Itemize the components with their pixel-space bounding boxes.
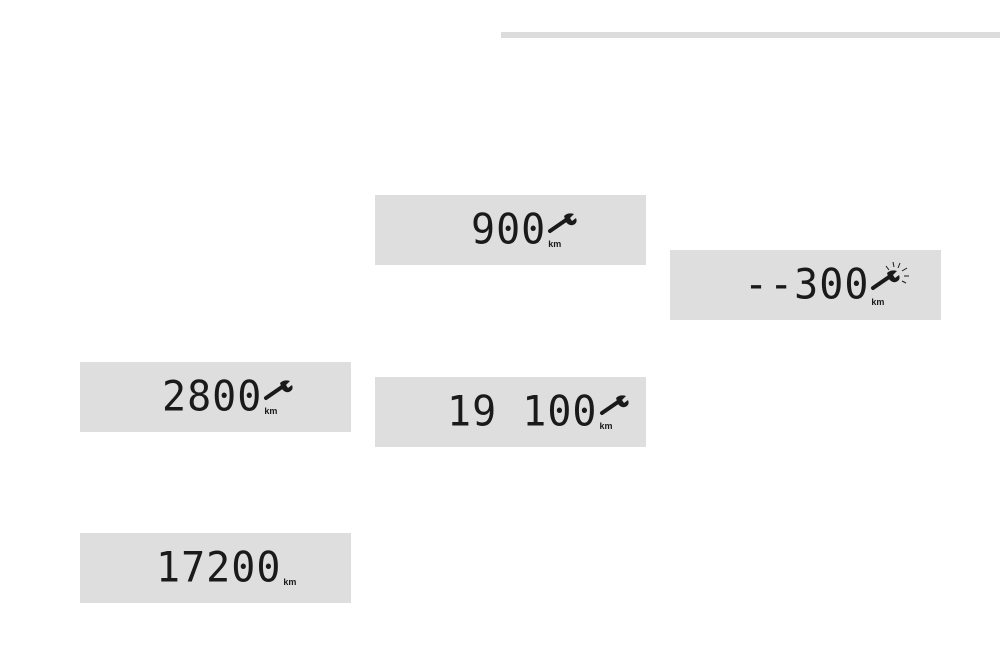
service-display-overdue: --300 km [670,250,941,320]
unit-label: km [283,577,297,587]
wrench-flashing-icon [871,261,910,290]
unit-label: km [599,421,613,431]
unit-label: km [871,297,885,307]
mileage-reading: --300 [744,260,870,310]
unit-label: km [264,406,278,416]
wrench-icon [548,213,577,233]
odometer-display-17200: 17200 km [80,533,351,603]
header-rule [501,32,1000,38]
wrench-icon [264,380,293,400]
mileage-reading: 900 [471,205,547,255]
mileage-reading: 19 100 [447,387,598,437]
mileage-reading: 17200 [156,543,282,593]
service-display-19100: 19 100 km [375,377,646,447]
wrench-icon [599,395,629,415]
mileage-reading: 2800 [162,372,263,422]
service-display-2800: 2800 km [80,362,351,432]
unit-label: km [548,239,562,249]
service-display-900: 900 km [375,195,646,265]
